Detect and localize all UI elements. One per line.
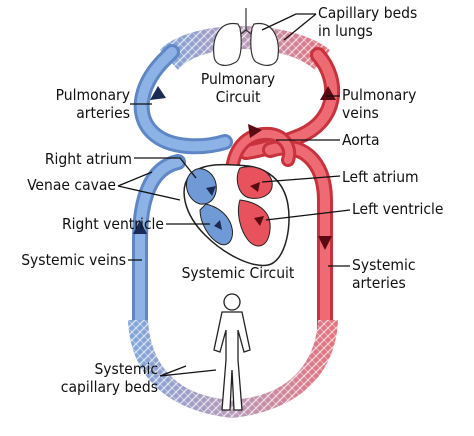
label-systemic-capillary-beds-2: capillary beds [61, 378, 158, 396]
label-aorta: Aorta [342, 131, 380, 149]
label-venae-cavae: Venae cavae [27, 176, 116, 194]
label-right-ventricle: Right ventricle [62, 215, 164, 233]
lungs-icon [213, 8, 279, 66]
label-systemic-veins: Systemic veins [21, 251, 126, 269]
label-systemic-arteries-2: arteries [352, 274, 406, 292]
label-capillary-beds-lungs-1: Capillary beds [318, 4, 417, 22]
systemic-arteries [262, 139, 333, 338]
human-figure-icon [213, 293, 251, 411]
label-pulmonary-circuit-2: Circuit [216, 88, 261, 106]
labels: Capillary beds in lungs Pulmonary arteri… [21, 4, 443, 396]
label-systemic-arteries-1: Systemic [352, 256, 416, 274]
label-pulmonary-veins-2: veins [342, 104, 379, 122]
label-pulmonary-veins-1: Pulmonary [342, 86, 416, 104]
leader-lines [117, 13, 351, 377]
aorta [224, 124, 297, 189]
heart [183, 163, 290, 267]
label-left-ventricle: Left ventricle [352, 200, 443, 218]
label-capillary-beds-lungs-2: in lungs [318, 22, 373, 40]
label-left-atrium: Left atrium [342, 168, 419, 186]
label-systemic-capillary-beds-1: Systemic [94, 360, 158, 378]
label-pulmonary-arteries-2: arteries [76, 104, 130, 122]
label-pulmonary-arteries-1: Pulmonary [56, 86, 130, 104]
systemic-veins [132, 154, 186, 338]
label-pulmonary-circuit-1: Pulmonary [201, 70, 275, 88]
pulmonary-arteries [133, 44, 233, 155]
lung-capillary-bed [160, 26, 330, 70]
label-right-atrium: Right atrium [45, 150, 132, 168]
systemic-capillary-bed [128, 320, 338, 418]
label-systemic-circuit: Systemic Circuit [182, 264, 295, 282]
